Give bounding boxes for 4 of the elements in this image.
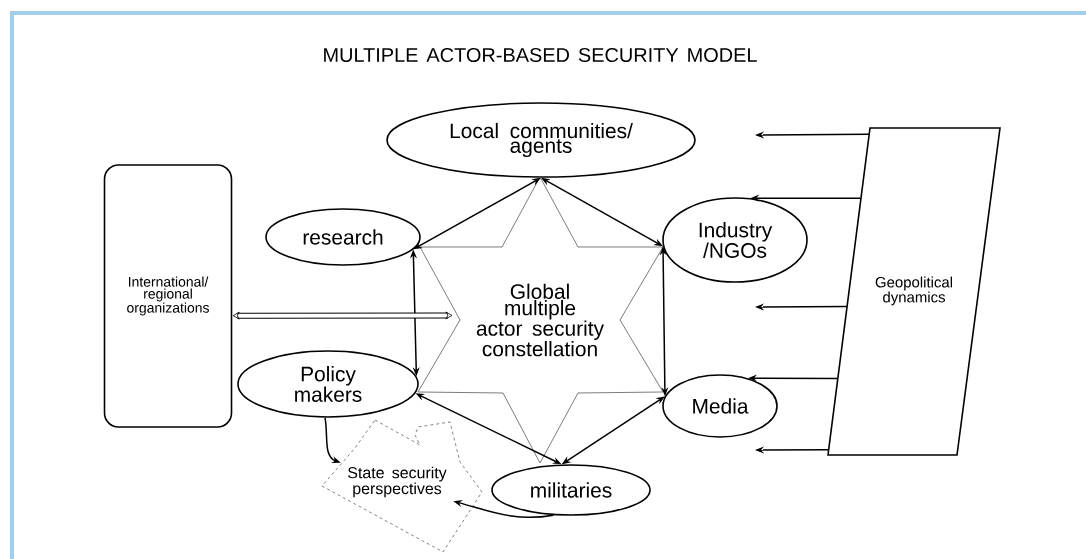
diagram-title: MULTIPLE ACTOR-BASED SECURITY MODEL	[324, 47, 757, 63]
double-arrow	[232, 311, 453, 320]
dynamics-parallelogram: Geopolitical dynamics	[827, 127, 1001, 456]
organization-box: International/ regional organizations	[103, 164, 233, 428]
